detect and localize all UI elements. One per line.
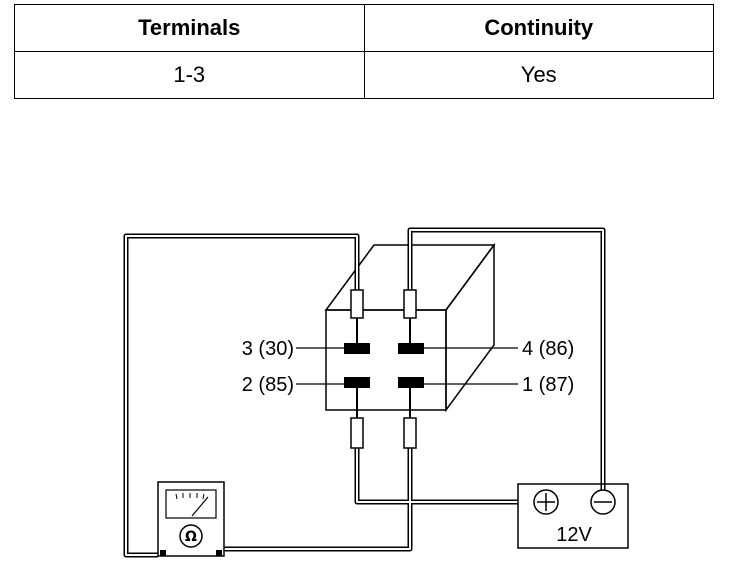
continuity-table: Terminals Continuity 1-3 Yes	[14, 4, 714, 99]
probe-bottom-right	[403, 417, 417, 449]
terminal-1	[398, 377, 424, 388]
probe-top-right	[403, 289, 417, 319]
table-header-row: Terminals Continuity	[14, 4, 714, 52]
ohmmeter-body	[157, 481, 225, 557]
probe-connectors	[350, 289, 417, 449]
battery-body	[517, 483, 629, 549]
ohm-symbol: Ω	[185, 529, 197, 545]
label-terminal-2: 2 (85)	[242, 374, 294, 396]
probe-bottom-left	[350, 417, 364, 449]
wire-t4-to-battery-neg	[407, 227, 606, 490]
label-leaders	[296, 347, 518, 385]
probe-top-left	[350, 289, 364, 319]
label-terminal-4: 4 (86)	[522, 338, 574, 360]
label-terminal-3: 3 (30)	[242, 338, 294, 360]
wires	[123, 227, 606, 558]
wire-t2-to-battery-pos	[354, 438, 518, 505]
ohmmeter-display	[165, 489, 217, 519]
terminal-3	[344, 343, 370, 354]
ohmmeter-jacks	[160, 550, 222, 556]
cell-terminals: 1-3	[14, 51, 365, 99]
ohm-icon	[179, 524, 203, 548]
battery-voltage-label: 12V	[556, 524, 592, 546]
battery-negative-terminal	[590, 489, 616, 515]
wire-t1-to-meter	[224, 438, 413, 552]
ohmmeter-needle	[191, 496, 209, 517]
relay-front-face	[325, 309, 447, 411]
ohmmeter	[157, 481, 225, 557]
label-terminal-1: 1 (87)	[522, 374, 574, 396]
header-continuity: Continuity	[363, 4, 714, 52]
battery	[517, 483, 629, 549]
battery-positive-terminal	[533, 489, 559, 515]
terminal-2	[344, 377, 370, 388]
header-terminals: Terminals	[14, 4, 365, 52]
table-row: 1-3 Yes	[14, 51, 714, 99]
cell-continuity: Yes	[363, 51, 714, 99]
relay-side-face	[445, 242, 495, 413]
terminal-4	[398, 343, 424, 354]
terminal-pins	[344, 343, 424, 388]
